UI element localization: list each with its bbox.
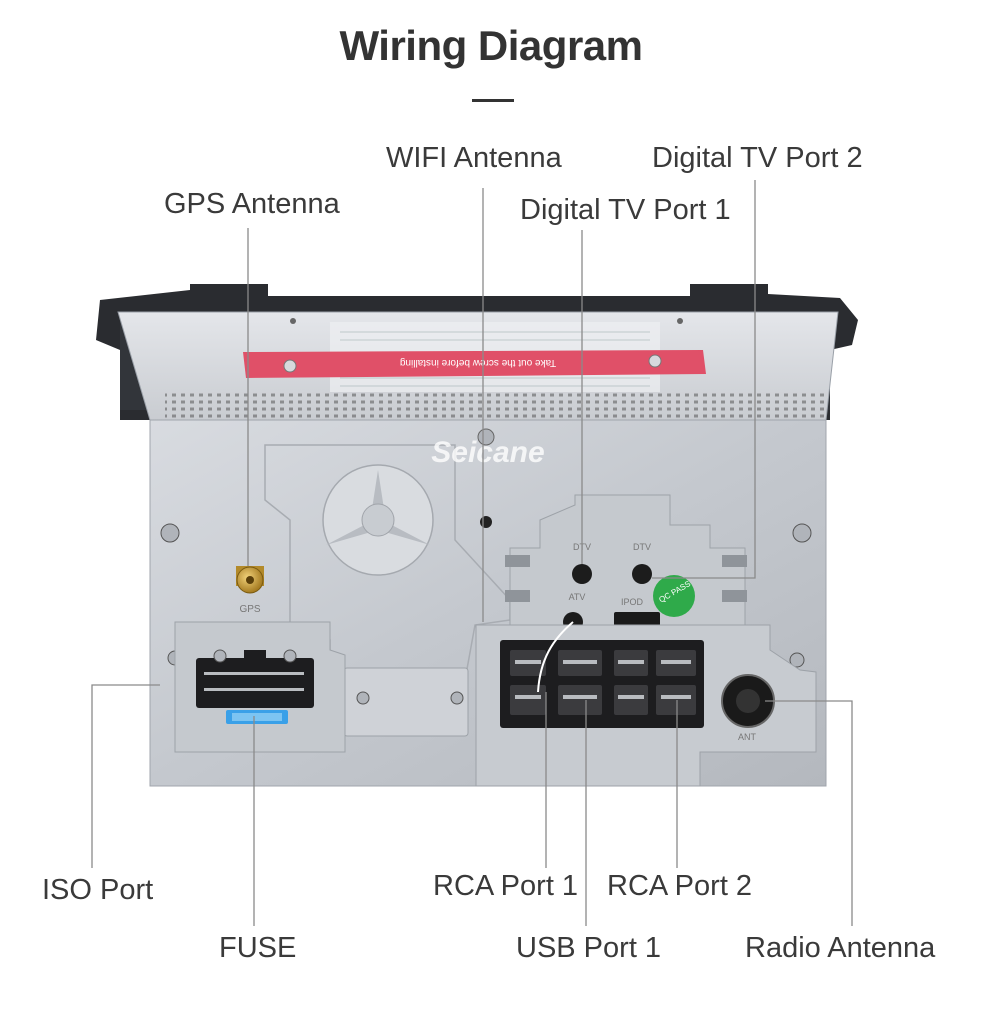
digital-tv-port-2-label: Digital TV Port 2 <box>652 142 863 174</box>
iso-port-bay <box>174 621 346 753</box>
blank-plate <box>343 667 469 737</box>
iso-connector <box>196 658 314 708</box>
ipod-port <box>614 612 660 626</box>
wifi-antenna-label: WIFI Antenna <box>386 142 562 174</box>
leader-lines <box>91 180 853 926</box>
digital-tv-port-1-label: Digital TV Port 1 <box>520 194 731 226</box>
ant-label: ANT <box>738 732 757 742</box>
title-underline <box>472 99 514 102</box>
rca-port-1-label: RCA Port 1 <box>433 870 579 902</box>
gps-antenna-label: GPS Antenna <box>164 188 340 220</box>
dtv2-label: DTV <box>633 542 651 552</box>
warning-sticker: Take out the screw before installing <box>243 350 706 378</box>
watermark: Seicane <box>431 436 544 469</box>
dtv-port-1 <box>572 564 592 584</box>
rca-port-2-label: RCA Port 2 <box>607 870 753 902</box>
rca-connector-block <box>500 640 704 728</box>
rca-usb-bay: ANT <box>475 621 817 787</box>
dtv-port-2 <box>632 564 652 584</box>
atv-label: ATV <box>569 592 586 602</box>
gps-label: GPS <box>239 604 260 615</box>
usb-port-1-label: USB Port 1 <box>516 932 662 964</box>
iso-port-label: ISO Port <box>42 874 154 906</box>
gps-connector: GPS <box>236 566 264 615</box>
radio-antenna-label: Radio Antenna <box>745 932 936 964</box>
iso-port-leader <box>91 684 160 868</box>
ipod-label: IPOD <box>621 597 644 607</box>
radio-antenna-leader <box>765 700 853 926</box>
sticker-text: Take out the screw before installing <box>400 357 556 368</box>
page-title: Wiring Diagram <box>339 22 644 69</box>
antenna-block: DTV DTV ATV IPOD QC PASS <box>505 494 747 632</box>
dtv-port-2-leader <box>652 180 756 579</box>
fuse-label: FUSE <box>219 932 297 964</box>
